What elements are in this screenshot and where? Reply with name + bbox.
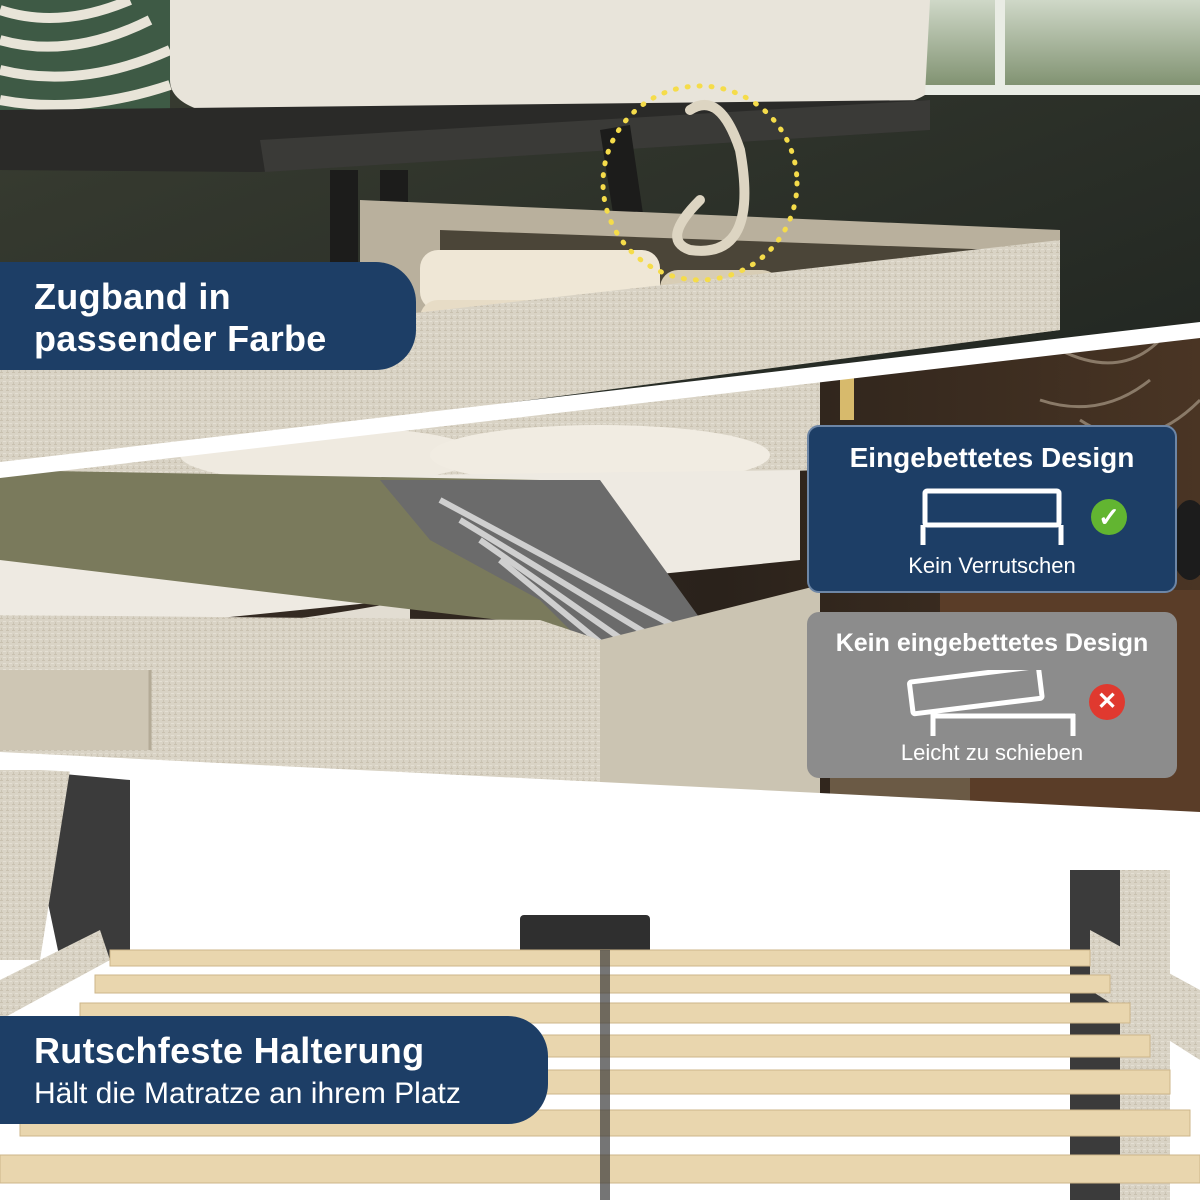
embedded-design-title: Eingebettetes Design xyxy=(849,442,1135,473)
slatted-frame-photo xyxy=(0,760,1200,1200)
storage-bed-photo xyxy=(0,0,1200,470)
non-slip-callout: Rutschfeste Halterung Hält die Matratze … xyxy=(0,1016,548,1124)
strap-callout: Zugband in passender Farbe xyxy=(0,262,416,370)
loose-frame-illustration xyxy=(807,670,1177,760)
strap-callout-title-line1: Zugband in xyxy=(34,276,231,317)
divider-bottom xyxy=(0,752,1200,828)
embedded-design-card: Eingebettetes Design ✓ Kein Verrutschen xyxy=(807,425,1177,593)
non-embedded-design-caption: Leicht zu schieben xyxy=(900,740,1084,765)
strap-callout-title-line2: passender Farbe xyxy=(34,318,327,359)
embedded-design-caption: Kein Verrutschen xyxy=(908,553,1076,578)
cross-icon: ✕ xyxy=(1089,684,1125,720)
check-icon: ✓ xyxy=(1091,499,1127,535)
embedded-frame-illustration xyxy=(809,485,1175,575)
non-slip-callout-title: Rutschfeste Halterung xyxy=(34,1030,425,1071)
non-embedded-design-title: Kein eingebettetes Design xyxy=(835,629,1149,657)
non-embedded-design-card: Kein eingebettetes Design ✕ Leicht zu sc… xyxy=(807,612,1177,778)
divider-top xyxy=(0,322,1200,478)
non-slip-callout-subtitle: Hält die Matratze an ihrem Platz xyxy=(34,1077,461,1110)
